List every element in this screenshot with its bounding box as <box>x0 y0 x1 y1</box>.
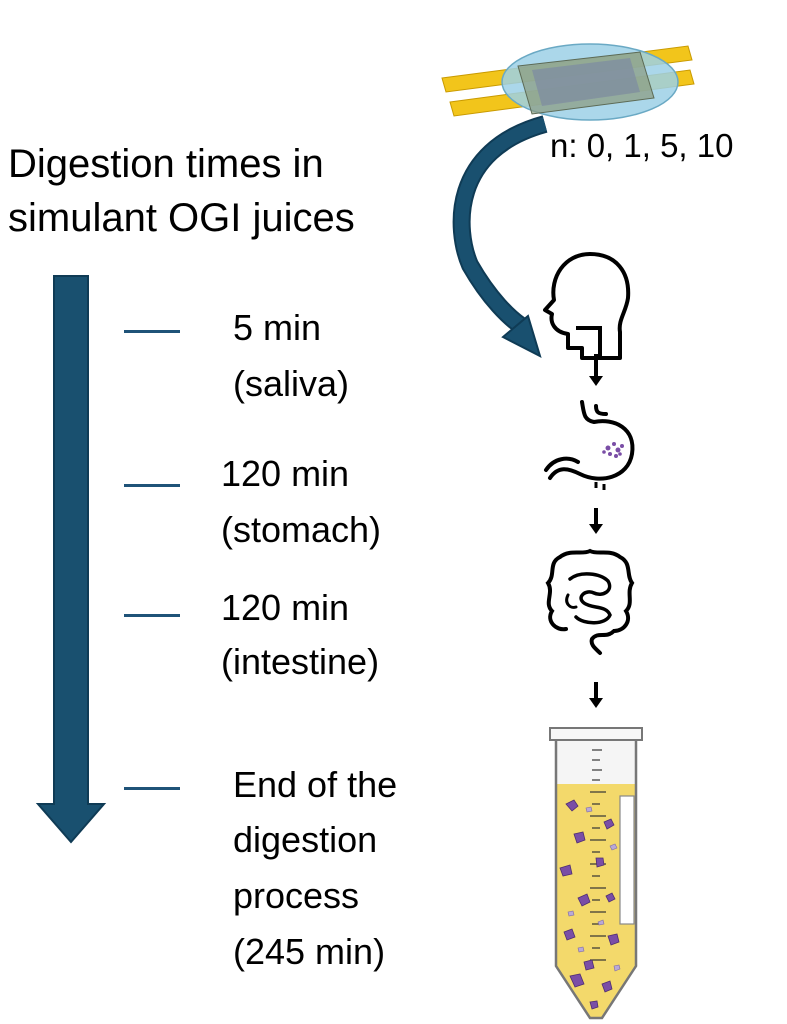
step-end-line-3: process <box>233 875 360 916</box>
diagram-title-line-1: Digestion times in <box>8 142 324 186</box>
step-stomach-label: (stomach) <box>221 509 382 550</box>
sensor-device-icon <box>441 43 695 121</box>
timeline-tick-end <box>124 787 180 790</box>
timeline-tick-intestine <box>124 614 180 617</box>
diagram-title-line-2: simulant OGI juices <box>8 196 355 240</box>
head-icon <box>543 252 631 360</box>
step-end-line-2: digestion <box>233 819 378 860</box>
timeline-tick-saliva <box>124 330 180 333</box>
step-stomach-time: 120 min <box>221 453 350 494</box>
step-saliva-time: 5 min <box>233 307 322 348</box>
intestine-icon <box>545 548 635 655</box>
step-saliva-label: (saliva) <box>233 363 350 404</box>
device-count-label: n: 0, 1, 5, 10 <box>550 127 734 164</box>
step-intestine-time: 120 min <box>221 587 350 628</box>
timeline-tick-stomach <box>124 484 180 487</box>
step-end-line-1: End of the <box>233 764 398 805</box>
centrifuge-tube-icon <box>549 727 643 1020</box>
step-intestine-label: (intestine) <box>221 641 380 682</box>
stomach-icon <box>544 400 635 490</box>
step-end-line-4: (245 min) <box>233 931 386 972</box>
